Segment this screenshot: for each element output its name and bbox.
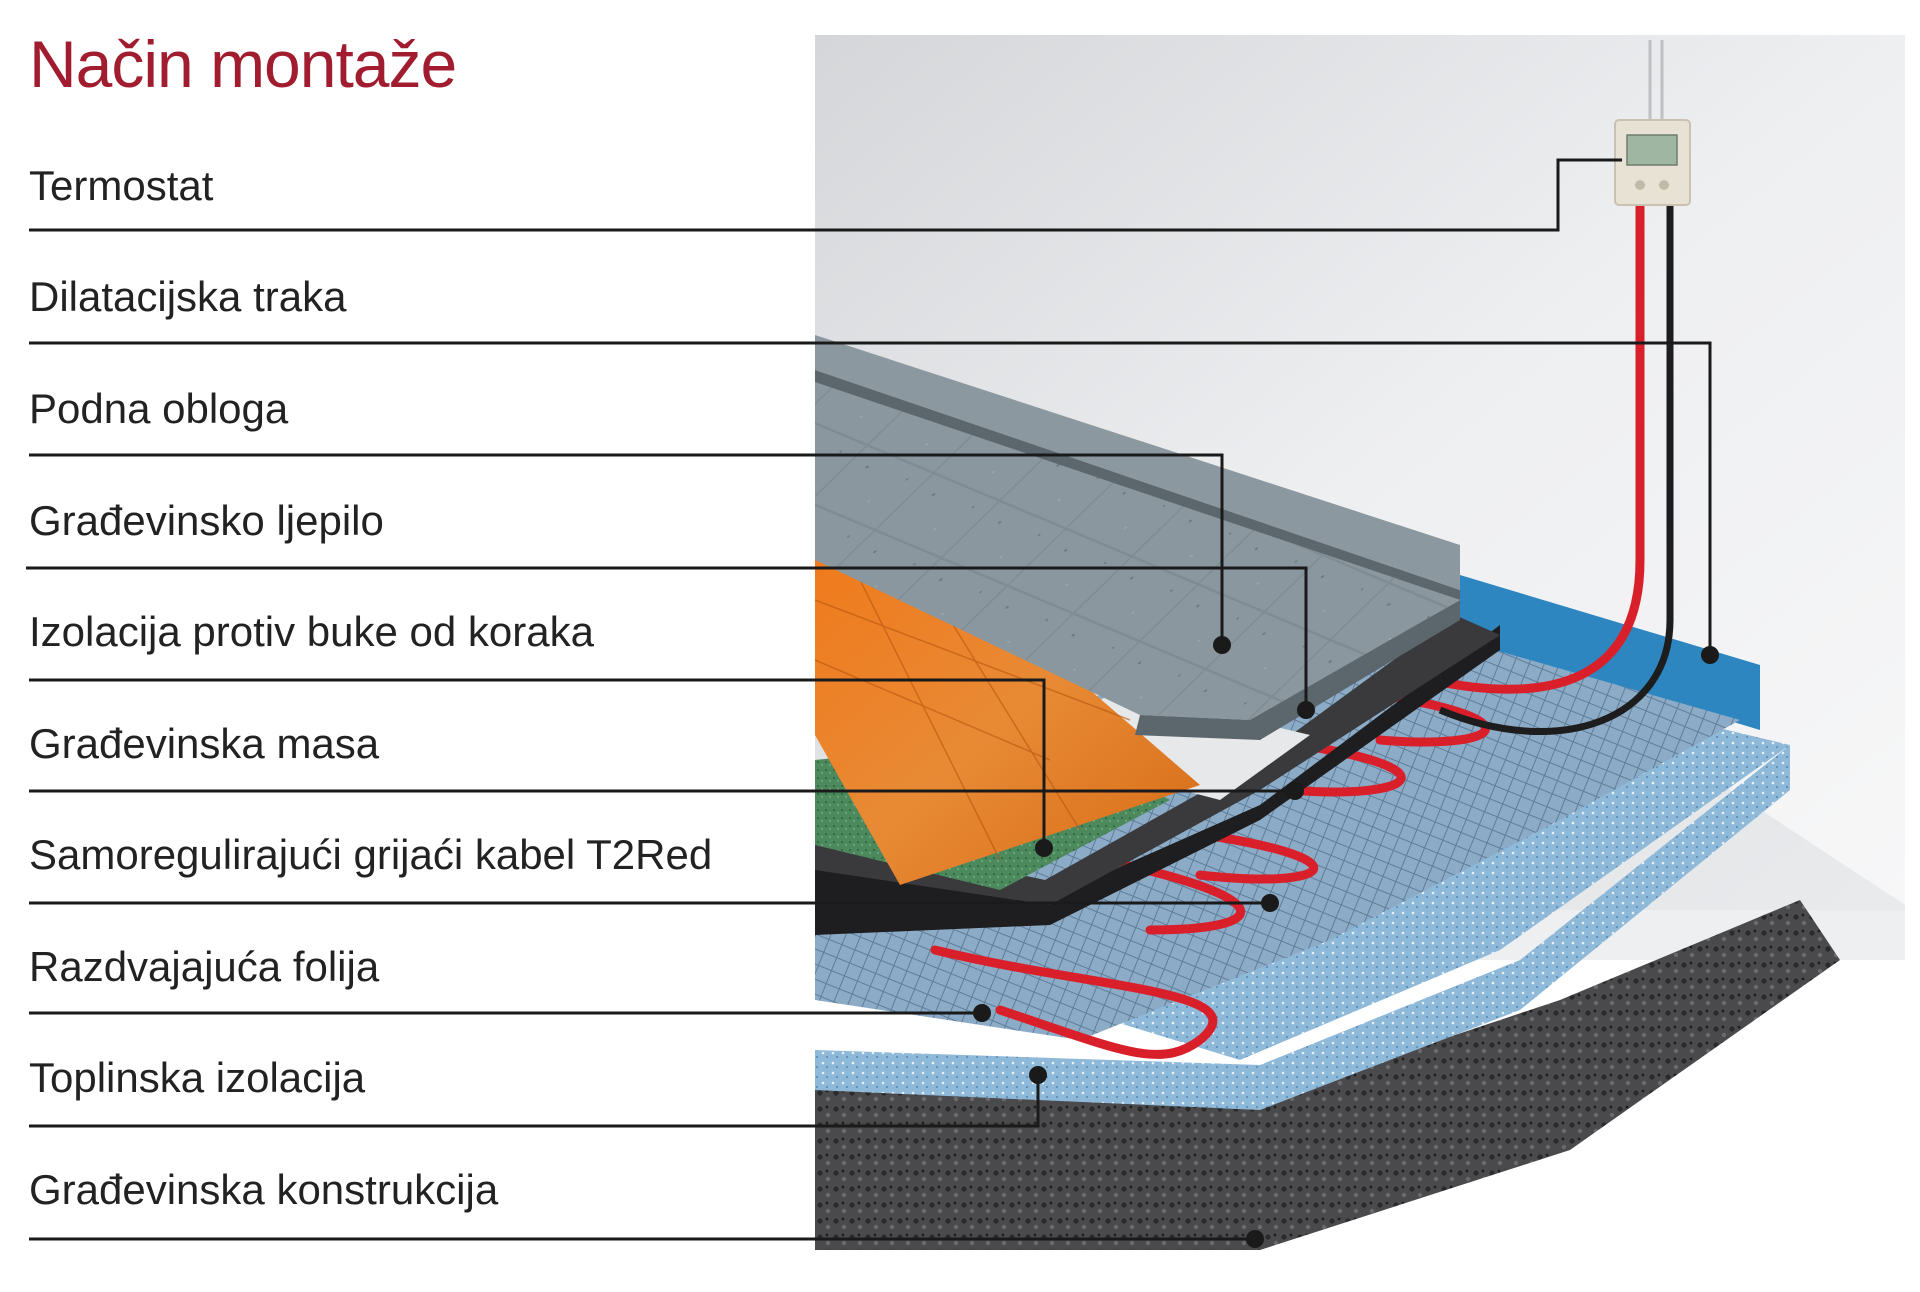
label-podna-obloga: Podna obloga: [29, 385, 289, 432]
leader-dots: [973, 636, 1719, 1248]
tile-floor: [815, 380, 1460, 720]
concrete-construction: [815, 900, 1840, 1250]
wall-wire: [1648, 40, 1664, 120]
skirting-edge: [815, 370, 1460, 600]
leader-gradevinsko-ljepilo: [26, 566, 1308, 710]
label-gradevinsko-ljepilo: Građevinsko ljepilo: [29, 497, 384, 544]
leader-podna-obloga: [29, 453, 1224, 645]
label-gradevinska-masa: Građevinska masa: [29, 720, 380, 767]
leader-toplinska-izolacija: [29, 1075, 1040, 1128]
separating-foil-mesh: [815, 600, 1740, 1040]
leader-lines: [26, 158, 1712, 1241]
thermostat: [1614, 119, 1691, 206]
label-razdvajajuca-folija: Razdvajajuća folija: [29, 943, 380, 990]
label-dilatacijska-traka: Dilatacijska traka: [29, 273, 347, 320]
skirting-board: [815, 335, 1460, 590]
leader-termostat: [29, 158, 1622, 232]
label-izolacija-buke: Izolacija protiv buke od koraka: [29, 608, 594, 655]
heating-cable: [930, 175, 1645, 1059]
thermal-insulation: [815, 745, 1790, 1110]
wooden-floor: [815, 555, 1200, 885]
wood-grain: [814, 579, 1131, 861]
thermostat-wire: [1438, 180, 1674, 735]
construction-mass: [815, 615, 1500, 905]
page-title: Način montaže: [29, 27, 457, 101]
label-grijaci-kabel: Samoregulirajući grijaći kabel T2Red: [29, 831, 713, 878]
leader-dilatacijska-traka: [29, 341, 1712, 655]
label-toplinska-izolacija: Toplinska izolacija: [29, 1054, 366, 1101]
label-gradevinska-konstrukcija: Građevinska konstrukcija: [29, 1166, 499, 1213]
label-termostat: Termostat: [29, 162, 214, 209]
